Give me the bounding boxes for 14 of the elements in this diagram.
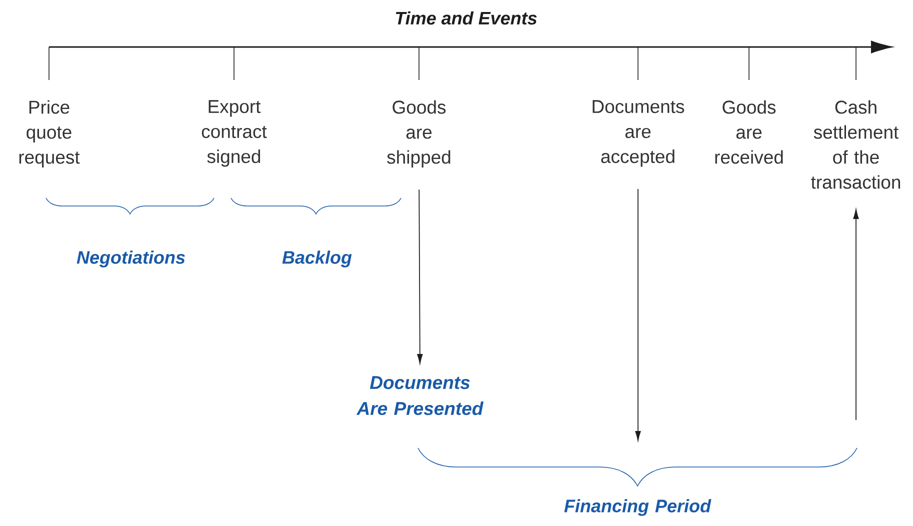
arrow xyxy=(853,209,859,420)
period-label: Backlog xyxy=(282,250,352,268)
event-label: Price quote request xyxy=(19,100,80,168)
stage-label: Documents Are Presented xyxy=(356,376,484,416)
braced-period: Financing Period xyxy=(418,448,858,516)
event-label: Goods are received xyxy=(715,100,783,164)
event-label: Export contract signed xyxy=(202,100,267,167)
arrow xyxy=(635,188,641,441)
event-label: Goods are shipped xyxy=(387,100,450,168)
period-label: Negotiations xyxy=(76,250,185,268)
event-label: Cash settlement of the transaction xyxy=(811,100,900,189)
axis-title: Time and Events xyxy=(396,11,537,25)
arrow xyxy=(417,189,423,364)
event-label: Documents are accepted xyxy=(592,100,684,167)
